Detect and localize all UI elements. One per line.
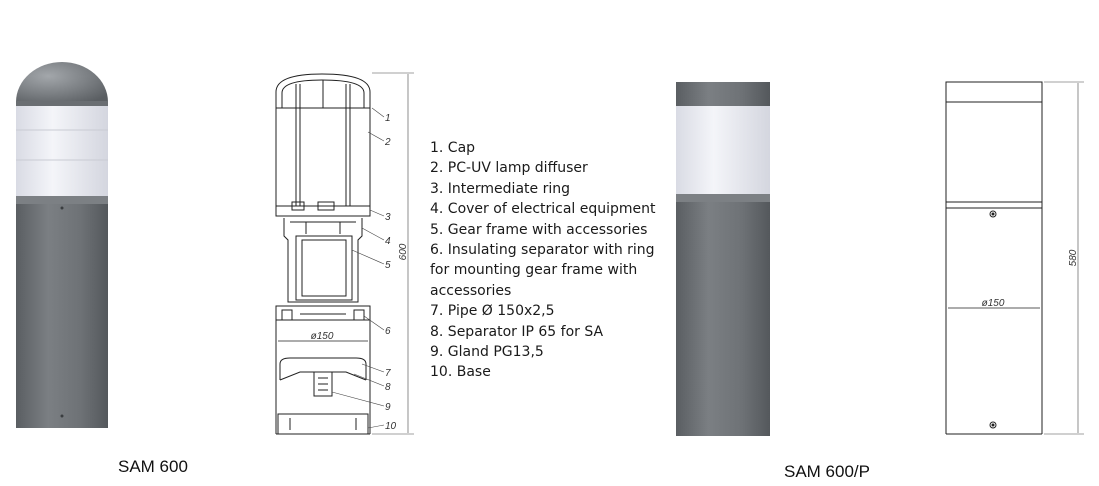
sam600-shaded bbox=[16, 62, 108, 428]
sam600p-technical-drawing bbox=[945, 81, 1084, 435]
part-item: 1. Cap bbox=[430, 140, 476, 156]
part-item: 8. Separator IP 65 for SA bbox=[430, 323, 604, 340]
callout-7: 7 bbox=[385, 368, 391, 379]
sam600-diameter-label: ø150 bbox=[311, 331, 334, 342]
sam600-technical-drawing bbox=[275, 72, 414, 435]
part-item: 7. Pipe Ø 150x2,5 bbox=[430, 303, 555, 320]
callout-8: 8 bbox=[385, 382, 391, 393]
part-item: 5. Gear frame with accessories bbox=[430, 221, 648, 238]
sam600p-shaded bbox=[676, 82, 770, 436]
callout-6: 6 bbox=[385, 326, 391, 337]
caption-sam600p: SAM 600/P bbox=[784, 462, 870, 481]
part-item: 6. Insulating separator with ring for mo… bbox=[430, 242, 655, 299]
callout-9: 9 bbox=[385, 402, 391, 413]
parts-list: 1. Cap 2. PC-UV lamp diffuser 3. Interme… bbox=[430, 138, 660, 383]
sam600-height-label: 600 bbox=[398, 243, 409, 260]
callout-10: 10 bbox=[385, 421, 397, 432]
callout-3: 3 bbox=[385, 212, 391, 223]
part-item: 4. Cover of electrical equipment bbox=[430, 201, 656, 218]
sam600p-height-label: 580 bbox=[1068, 249, 1079, 266]
caption-sam600: SAM 600 bbox=[118, 457, 188, 476]
callout-1: 1 bbox=[385, 113, 391, 124]
sam600p-diameter-label: ø150 bbox=[982, 298, 1005, 309]
callout-5: 5 bbox=[385, 260, 391, 271]
callout-4: 4 bbox=[385, 236, 391, 247]
part-item: 2. PC-UV lamp diffuser bbox=[430, 160, 588, 177]
part-item: 10. Base bbox=[430, 364, 491, 381]
callout-2: 2 bbox=[384, 137, 391, 148]
part-item: 3. Intermediate ring bbox=[430, 180, 570, 197]
part-item: 9. Gland PG13,5 bbox=[430, 344, 544, 361]
